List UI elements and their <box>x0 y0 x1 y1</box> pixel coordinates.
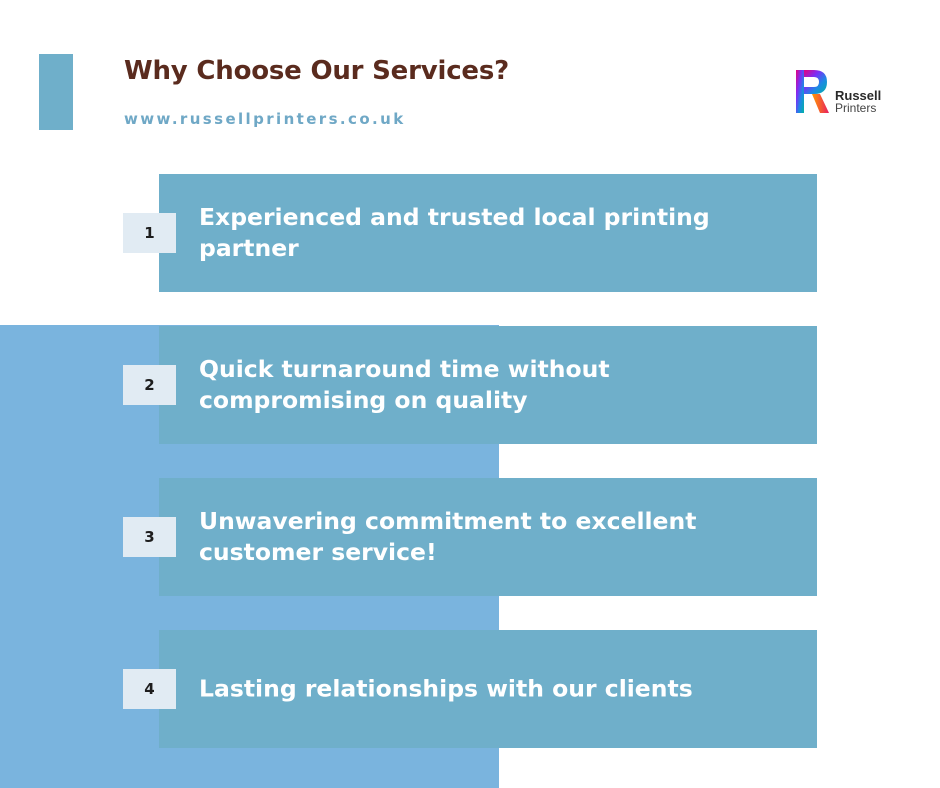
feature-card-1: Experienced and trusted local printing p… <box>159 174 817 292</box>
feature-text: Lasting relationships with our clients <box>199 674 693 703</box>
feature-text: Quick turnaround time without compromisi… <box>199 355 610 414</box>
feature-number-3: 3 <box>123 517 176 557</box>
feature-text: Unwavering commitment to excellent custo… <box>199 507 697 566</box>
feature-number-4: 4 <box>123 669 176 709</box>
feature-text: Experienced and trusted local printing p… <box>199 203 710 262</box>
feature-card-3: Unwavering commitment to excellent custo… <box>159 478 817 596</box>
feature-number-2: 2 <box>123 365 176 405</box>
header-accent-bar <box>39 54 73 130</box>
logo-word-printers: Printers <box>835 101 877 115</box>
logo-word-russell: Russell <box>835 88 882 103</box>
website-url: www.russellprinters.co.uk <box>124 110 406 128</box>
logo-r-mark-icon <box>796 70 829 113</box>
feature-card-2: Quick turnaround time without compromisi… <box>159 326 817 444</box>
brand-logo: Russell Printers <box>795 69 887 117</box>
feature-card-4: Lasting relationships with our clients <box>159 630 817 748</box>
page-title: Why Choose Our Services? <box>124 56 509 86</box>
feature-number-1: 1 <box>123 213 176 253</box>
